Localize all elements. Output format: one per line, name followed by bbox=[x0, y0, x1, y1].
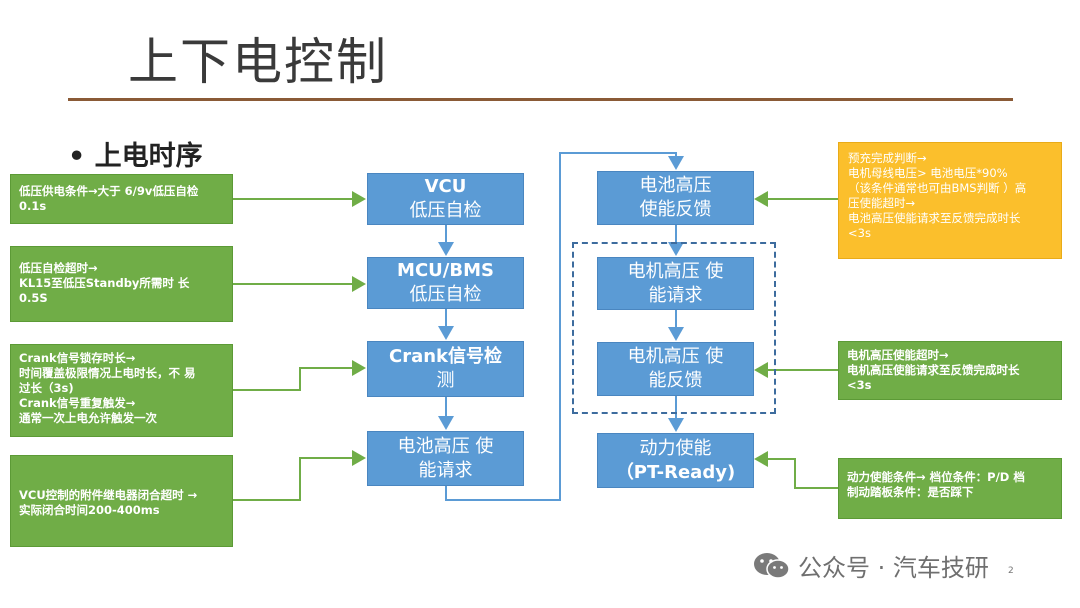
flow-step-line: 能请求 bbox=[418, 459, 473, 481]
note-connector bbox=[754, 451, 838, 489]
note-line: 实际闭合时间200-400ms bbox=[19, 503, 160, 517]
flow-step-line: 电池高压 bbox=[639, 175, 712, 196]
flow-step-pt-ready: 动力使能（PT-Ready) bbox=[597, 433, 754, 488]
flow-step-line: 能反馈 bbox=[648, 370, 703, 391]
note-connector bbox=[233, 360, 366, 391]
flow-step-vcu-self-check: VCU 低压自检 bbox=[367, 173, 524, 225]
flow-step-line: MCU/BMS bbox=[397, 260, 494, 281]
note-line: <3s bbox=[848, 226, 871, 240]
note-line: 通常一次上电允许触发一次 bbox=[19, 411, 157, 425]
note-line: 低压自检超时→ bbox=[19, 261, 98, 275]
note-line: <3s bbox=[847, 378, 872, 392]
flow-crossover bbox=[445, 152, 684, 501]
flow-step-line: VCU bbox=[424, 176, 467, 197]
note-line: Crank信号重复触发→ bbox=[19, 396, 136, 410]
watermark-text: 公众号 · 汽车技研 bbox=[798, 554, 989, 582]
note-line: 电机母线电压> 电池电压*90% bbox=[848, 166, 1008, 180]
flow-step-line: 低压自检 bbox=[409, 200, 482, 221]
note-lv-self-check-timeout: 低压自检超时→ KL15至低压Standby所需时 长 0.5S bbox=[10, 246, 233, 322]
page-number: 2 bbox=[1008, 566, 1014, 576]
note-line: 时间覆盖极限情况上电时长，不 易 bbox=[19, 366, 196, 380]
flow-step-line: 电机高压 使 bbox=[627, 260, 724, 282]
note-line: 0.5S bbox=[19, 291, 48, 305]
flow-step-line: 动力使能 bbox=[639, 437, 712, 459]
slide-title: 上下电控制 bbox=[128, 33, 388, 91]
note-crank-latch: Crank信号锁存时长→ 时间覆盖极限情况上电时长，不 易 过长（3s) Cra… bbox=[10, 344, 233, 437]
flow-step-battery-hv-feedback: 电池高压使能反馈 bbox=[597, 171, 754, 225]
note-line: （该条件通常也可由BMS判断 ）高 bbox=[848, 181, 1027, 195]
title-divider bbox=[68, 98, 1013, 101]
flow-step-mcu-bms-self-check: MCU/BMS 低压自检 bbox=[367, 257, 524, 309]
flow-step-line: 低压自检 bbox=[409, 284, 482, 305]
section-bullet: • 上电时序 bbox=[68, 141, 203, 172]
note-line: 过长（3s) bbox=[19, 381, 74, 395]
note-connector bbox=[233, 450, 366, 501]
note-line: VCU控制的附件继电器闭合超时 → bbox=[19, 488, 198, 502]
note-line: 制动踏板条件：是否踩下 bbox=[847, 485, 974, 499]
note-line: 电池高压使能请求至反馈完成时长 bbox=[848, 211, 1021, 225]
flow-step-line: 电池高压 使 bbox=[397, 435, 494, 457]
watermark: 公众号 · 汽车技研 bbox=[752, 548, 989, 583]
flow-step-motor-hv-request: 电机高压 使能请求 bbox=[597, 257, 754, 310]
note-line: 电机高压使能超时→ bbox=[847, 348, 949, 362]
flow-step-line: Crank信号检 bbox=[388, 346, 503, 367]
flow-step-battery-hv-request: 电池高压 使能请求 bbox=[367, 431, 524, 486]
flow-step-line: （PT-Ready) bbox=[615, 461, 736, 483]
section-heading: 上电时序 bbox=[94, 141, 203, 172]
flow-step-line: 能请求 bbox=[648, 284, 703, 306]
flow-step-line: 使能反馈 bbox=[639, 199, 712, 220]
note-relay-timeout: VCU控制的附件继电器闭合超时 → 实际闭合时间200-400ms bbox=[10, 455, 233, 547]
flow-step-line: 测 bbox=[436, 370, 455, 391]
motor-hv-group-frame bbox=[572, 242, 776, 414]
note-motor-hv-timeout: 电机高压使能超时→ 电机高压使能请求至反馈完成时长 <3s bbox=[838, 341, 1062, 400]
flow-step-crank-detection: Crank信号检测 bbox=[367, 341, 524, 397]
note-line: 预充完成判断→ bbox=[848, 151, 927, 165]
note-line: 压使能超时→ bbox=[848, 196, 916, 210]
note-line: 电机高压使能请求至反馈完成时长 bbox=[847, 363, 1020, 377]
flow-step-line: 电机高压 使 bbox=[627, 346, 724, 367]
note-precharge: 预充完成判断→ 电机母线电压> 电池电压*90% （该条件通常也可由BMS判断 … bbox=[838, 142, 1062, 259]
flow-step-motor-hv-feedback: 电机高压 使能反馈 bbox=[597, 342, 754, 396]
note-power-enable-conditions: 动力使能条件→ 档位条件：P/D 档 制动踏板条件：是否踩下 bbox=[838, 458, 1062, 519]
note-line: 0.1s bbox=[19, 199, 47, 213]
note-line: KL15至低压Standby所需时 长 bbox=[19, 276, 190, 290]
note-line: 动力使能条件→ 档位条件：P/D 档 bbox=[847, 470, 1025, 484]
note-line: Crank信号锁存时长→ bbox=[19, 351, 136, 365]
note-line: 低压供电条件→大于 6/9v低压自检 bbox=[19, 184, 199, 198]
note-lv-supply: 低压供电条件→大于 6/9v低压自检 0.1s bbox=[10, 174, 233, 224]
wechat-icon bbox=[754, 552, 790, 579]
